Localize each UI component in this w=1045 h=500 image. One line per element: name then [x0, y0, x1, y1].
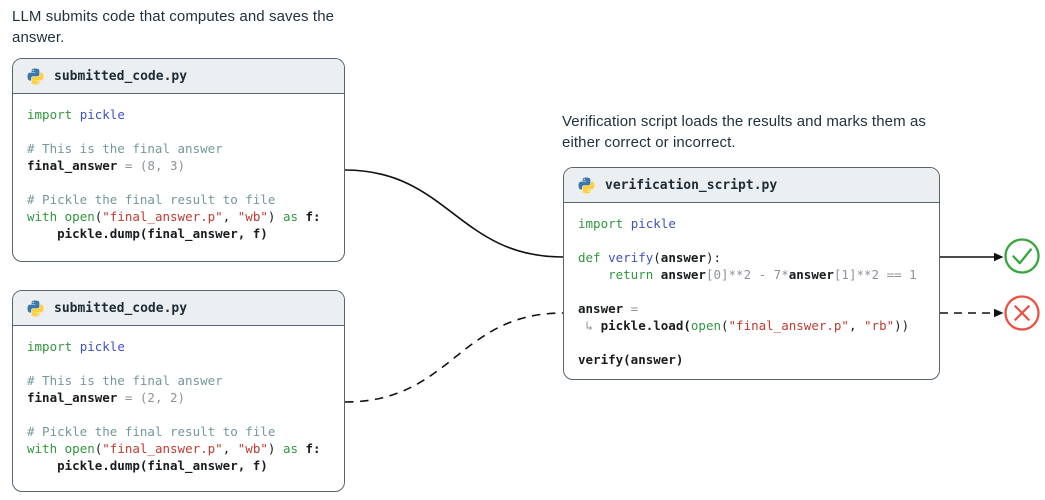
window-title: submitted_code.py — [54, 68, 188, 84]
code-window-submitted-a: submitted_code.py import pickle # This i… — [12, 58, 345, 262]
python-logo-icon — [27, 300, 44, 316]
code-line: with open("final_answer.p", "wb") as f: — [27, 209, 321, 224]
code-line: with open("final_answer.p", "wb") as f: — [27, 441, 321, 456]
code-line: ↳ pickle.load(open("final_answer.p", "rb… — [578, 318, 910, 333]
code-line: # Pickle the final result to file — [27, 424, 276, 439]
window-header: submitted_code.py — [13, 291, 344, 326]
code-line: import pickle — [27, 107, 125, 122]
arrow-incorrect — [940, 308, 1004, 318]
arrow-correct — [940, 252, 1004, 262]
code-line: final_answer = (2, 2) — [27, 390, 186, 405]
connector-incorrect-curve — [344, 312, 564, 403]
code-body: import pickle # This is the final answer… — [13, 94, 344, 242]
connector-correct-curve — [344, 169, 564, 258]
code-line — [578, 334, 939, 351]
code-line — [27, 174, 344, 191]
arrowhead-icon — [994, 308, 1004, 318]
verify-caption: Verification script loads the results an… — [562, 113, 926, 151]
code-line — [578, 232, 939, 249]
code-body: import pickle def verify(answer): return… — [564, 203, 939, 368]
code-line — [27, 355, 344, 372]
code-line: pickle.dump(final_answer, f) — [27, 458, 268, 473]
submit-caption: LLM submits code that computes and saves… — [12, 8, 335, 46]
code-body: import pickle # This is the final answer… — [13, 326, 344, 474]
arrowhead-icon — [994, 252, 1004, 262]
window-header: verification_script.py — [564, 168, 939, 203]
cross-circle-icon — [1004, 295, 1040, 331]
code-line: return answer[0]**2 - 7*answer[1]**2 == … — [608, 267, 917, 282]
code-line: import pickle — [578, 216, 676, 231]
code-line: import pickle — [27, 339, 125, 354]
code-line — [27, 406, 344, 423]
code-line: # This is the final answer — [27, 141, 223, 156]
code-line: # This is the final answer — [27, 373, 223, 388]
code-window-submitted-b: submitted_code.py import pickle # This i… — [12, 290, 345, 492]
code-line: def verify(answer): — [578, 250, 722, 265]
code-line: final_answer = (8, 3) — [27, 158, 186, 173]
code-line: verify(answer) — [578, 352, 684, 367]
python-logo-icon — [578, 177, 595, 193]
code-line: # Pickle the final result to file — [27, 192, 276, 207]
window-header: submitted_code.py — [13, 59, 344, 94]
code-line — [27, 123, 344, 140]
window-title: verification_script.py — [605, 177, 778, 193]
code-line — [578, 283, 939, 300]
window-title: submitted_code.py — [54, 300, 188, 316]
check-circle-icon — [1004, 238, 1040, 274]
python-logo-icon — [27, 68, 44, 84]
code-line: pickle.dump(final_answer, f) — [27, 226, 268, 241]
code-window-verification: verification_script.py import pickle def… — [563, 167, 940, 380]
code-line: answer = — [578, 301, 639, 316]
